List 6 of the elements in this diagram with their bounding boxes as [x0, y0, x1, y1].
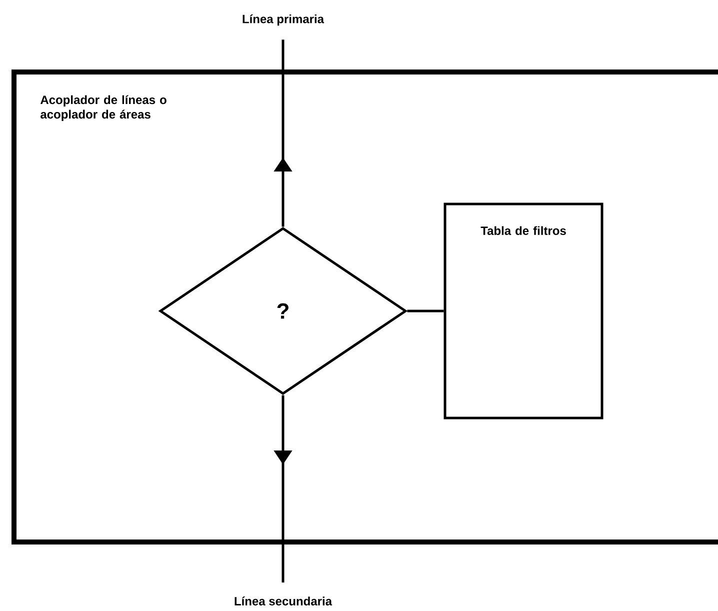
frame-title: Acoplador de líneas o acoplador de áreas [40, 95, 166, 121]
coupler-frame [12, 70, 718, 544]
table-box: Tabla de filtros [444, 202, 604, 420]
line-label: Línea primaria [242, 14, 324, 26]
connector-line [407, 310, 444, 312]
line-label: Línea secundaria [234, 596, 332, 606]
